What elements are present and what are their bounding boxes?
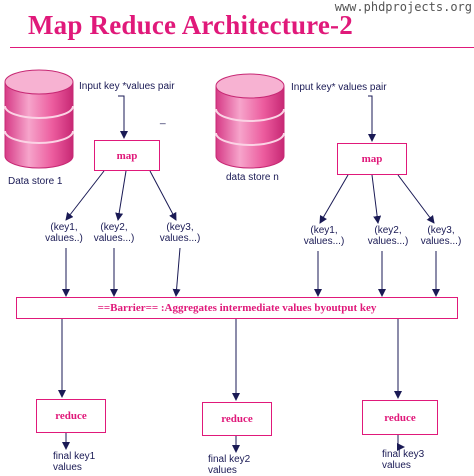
database-icon-n [215,73,285,169]
database-icon-1 [4,69,74,169]
intermediate-left-2: (key2,values...) [93,222,135,244]
reduce-box-1: reduce [36,399,106,433]
arrow-input-to-map-1 [118,95,128,139]
intermediate-right-2: (key2,values...) [367,225,409,247]
data-store-n-label: data store n [226,172,279,183]
arrow-mapn-key2 [371,174,382,224]
arrow-mapn-key1 [319,174,349,224]
reduce-box-2: reduce [202,402,272,436]
intermediate-left-1: (key1,values..) [45,222,83,244]
dash-mark: _ [160,114,166,125]
watermark: www.phdprojects.org [334,0,472,14]
map-box-n: map [337,143,407,175]
reduce-box-3: reduce [362,400,438,435]
arrow-input-to-map-n [368,95,376,142]
intermediate-right-3: (key3,values...) [420,225,462,247]
page-title: Map Reduce Architecture-2 [28,10,353,40]
arrow-left-key3-barrier [172,247,181,297]
arrow-reduce3-final [397,435,405,451]
arrow-map1-key2 [115,170,127,221]
map-box-1: map [94,140,160,171]
intermediate-left-3: (key3,values...) [159,222,201,244]
input-pair-label-1: Input key *values pair [79,81,175,92]
title-underline [10,47,474,48]
input-pair-label-n: Input key* values pair [291,82,387,93]
arrow-map1-key3 [149,170,177,221]
intermediate-right-1: (key1,values...) [303,225,345,247]
arrow-map1-key1 [65,170,105,221]
data-store-1-label: Data store 1 [8,176,63,187]
arrow-mapn-key3 [397,174,435,224]
barrier-box: ==Barrier== :Aggregates intermediate val… [16,297,458,319]
